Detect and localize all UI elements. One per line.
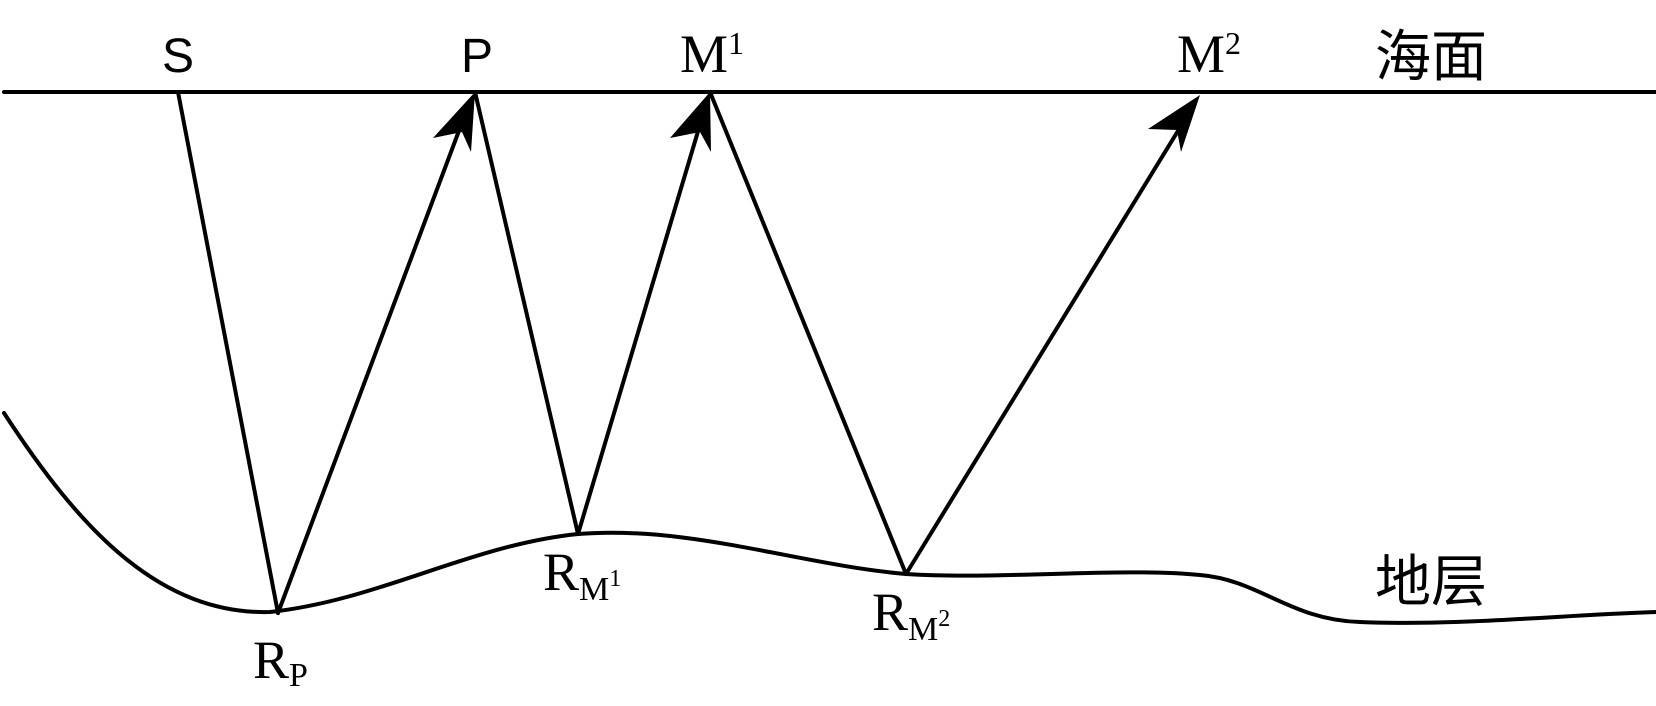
ray-s-to-rp xyxy=(176,90,280,615)
label-primary-p: P xyxy=(461,30,493,83)
label-sea-surface: 海面 xyxy=(1375,25,1487,90)
label-m2-main: M xyxy=(1177,24,1225,84)
label-reflect-rm1: RM1 xyxy=(543,542,621,608)
arrowhead-at-m2 xyxy=(1148,95,1200,152)
label-rp-sub: P xyxy=(289,657,308,694)
arrowhead-at-p xyxy=(433,92,475,152)
arrowhead-at-m1 xyxy=(670,92,711,152)
label-reflect-rm2: RM2 xyxy=(872,582,950,648)
label-stratum: 地层 xyxy=(1375,550,1487,615)
label-rm2-sub: M xyxy=(908,611,938,648)
ray-m1-to-rm2 xyxy=(708,90,908,576)
ray-p-to-rm1 xyxy=(473,90,580,536)
label-rm1-sub: M xyxy=(579,571,609,608)
label-rm2-sup: 2 xyxy=(938,606,950,632)
label-m1-sup: 1 xyxy=(728,25,744,61)
label-multiple-m1: M1 xyxy=(680,24,744,84)
ray-rm2-to-m2 xyxy=(904,124,1183,576)
label-rm1-sup: 1 xyxy=(609,566,621,592)
label-multiple-m2: M2 xyxy=(1177,24,1241,84)
ray-rp-to-p xyxy=(276,126,462,615)
ray-rm1-to-m1 xyxy=(576,126,701,536)
label-rm1-main: R xyxy=(543,542,579,602)
label-reflect-rp: RP xyxy=(253,630,308,694)
label-rp-main: R xyxy=(253,630,289,690)
label-source-s: S xyxy=(162,30,194,83)
label-m2-sup: 2 xyxy=(1225,25,1241,61)
stratum-curve xyxy=(2,411,1656,625)
label-rm2-main: R xyxy=(872,582,908,642)
label-m1-main: M xyxy=(680,24,728,84)
